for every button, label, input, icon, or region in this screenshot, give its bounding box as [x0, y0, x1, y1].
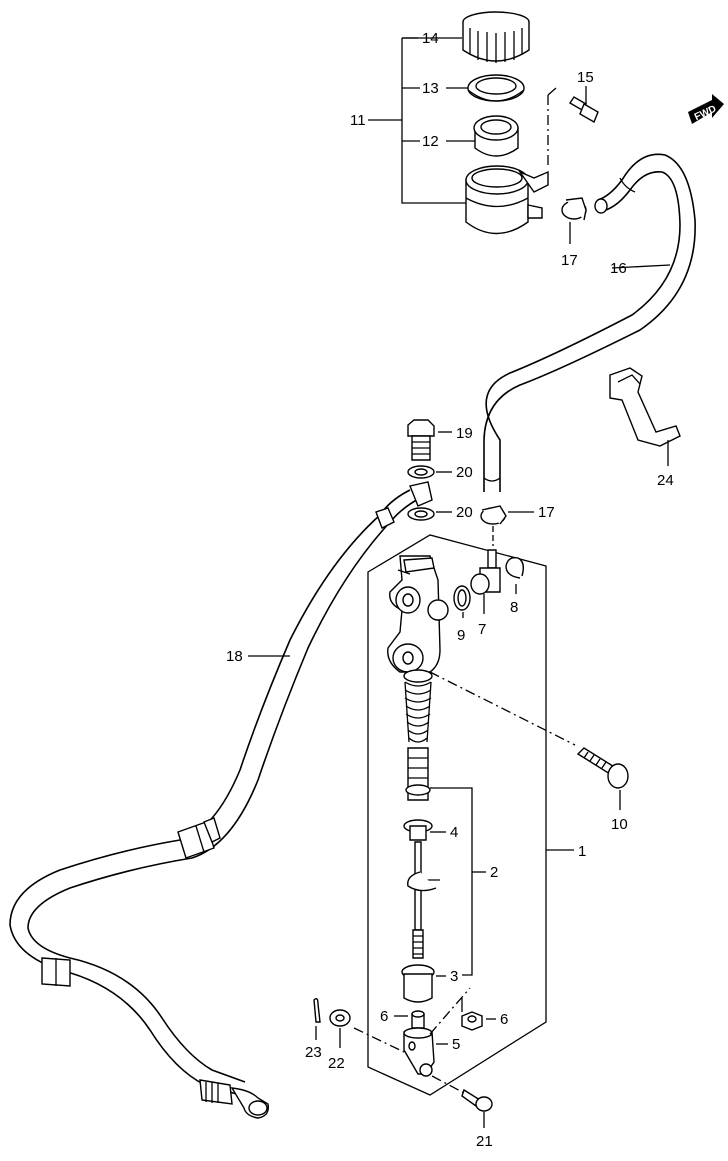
callout-10: 10: [611, 816, 628, 833]
clevis-pin: 21: [461, 1088, 493, 1150]
callout-15: 15: [577, 69, 594, 86]
callout-20-upper: 20: [456, 464, 473, 481]
master-cylinder-body: [387, 555, 449, 673]
lock-nut-left: 6: [380, 1008, 425, 1029]
circlip: 8: [505, 556, 525, 616]
hose-clip: 24: [609, 367, 681, 489]
callout-3: 3: [450, 968, 458, 985]
callout-24: 24: [657, 472, 674, 489]
reservoir-screw: 15: [547, 69, 599, 165]
washer-upper: 20: [407, 464, 473, 481]
master-cylinder-kit-outline: 1: [367, 534, 586, 1096]
callout-12: 12: [422, 133, 439, 150]
callout-7: 7: [478, 621, 486, 638]
callout-8: 8: [510, 599, 518, 616]
hose-joint: 7: [470, 549, 501, 638]
callout-23: 23: [305, 1044, 322, 1061]
callout-5: 5: [452, 1036, 460, 1053]
reservoir-cap: [462, 11, 530, 63]
reservoir-hose: 16: [483, 153, 696, 492]
dust-boot: 3: [401, 964, 458, 1003]
clevis: 5: [353, 987, 471, 1095]
lock-nut-right: 6: [461, 998, 508, 1031]
callout-9: 9: [457, 627, 465, 644]
pin-washer: 22: [328, 1009, 351, 1072]
reservoir-assembly: 14 13 12 11: [350, 11, 549, 235]
callout-6-right: 6: [500, 1011, 508, 1028]
callout-2: 2: [490, 864, 498, 881]
callout-22: 22: [328, 1055, 345, 1072]
mounting-bolt: 10: [576, 747, 629, 833]
push-rod: [407, 841, 440, 959]
forward-arrow-icon: FWD: [688, 94, 724, 124]
washer-lower: 20: [407, 504, 473, 521]
reservoir-diaphragm: [473, 115, 519, 157]
callout-18: 18: [226, 648, 243, 665]
callout-4: 4: [450, 824, 458, 841]
callout-19: 19: [456, 425, 473, 442]
callout-16: 16: [610, 260, 627, 277]
callout-14: 14: [422, 30, 439, 47]
hose-clamp-lower: 17: [480, 504, 555, 546]
fwd-label: FWD: [693, 104, 718, 124]
callout-1: 1: [578, 843, 586, 860]
reservoir-body: [465, 165, 549, 235]
union-bolt: 19: [407, 419, 473, 461]
hose-clamp-upper: 17: [561, 197, 587, 269]
callout-17-lower: 17: [538, 504, 555, 521]
callout-11: 11: [350, 112, 366, 129]
callout-21: 21: [476, 1133, 493, 1150]
brake-hose: 18: [9, 481, 433, 1119]
callout-6-left: 6: [380, 1008, 388, 1025]
piston-assembly: 2: [405, 747, 498, 976]
return-spring: [403, 669, 433, 743]
piston-boot: 4: [403, 819, 458, 841]
callout-17-upper: 17: [561, 252, 578, 269]
o-ring: 9: [453, 585, 471, 644]
reservoir-plate: [467, 74, 525, 102]
cotter-pin: 23: [305, 997, 322, 1061]
callout-20-lower: 20: [456, 504, 473, 521]
callout-13: 13: [422, 80, 439, 97]
